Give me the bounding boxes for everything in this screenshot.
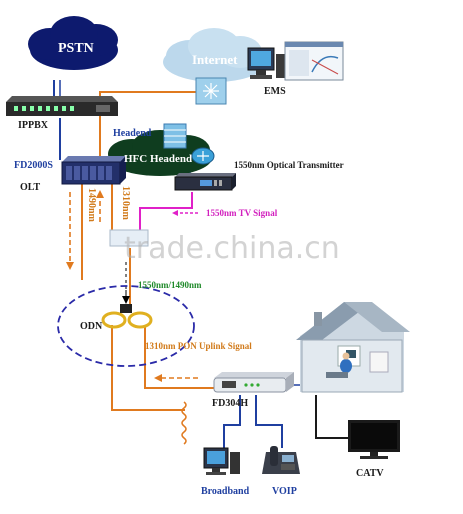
onu-voip-link <box>255 395 283 448</box>
arrow-tv-head <box>172 210 178 216</box>
label-1490nm: 1490nm <box>86 188 97 223</box>
splitter-onu-fiber <box>144 325 215 389</box>
olt-rack-icon <box>61 156 126 185</box>
splitter-icon <box>101 304 153 329</box>
onu-broadband-link <box>223 395 241 448</box>
optical-transmitter-icon <box>174 173 236 191</box>
label-onu: FD304H <box>212 398 248 409</box>
ems-computer-icon <box>247 47 286 79</box>
label-hfc-headend: HFC Headend <box>124 153 192 165</box>
label-olt-model: FD2000S <box>14 160 53 171</box>
watermark: trade.china.cn <box>124 231 340 266</box>
arrow-splitter-head <box>122 296 130 304</box>
tv-signal-line <box>139 192 193 232</box>
pstn-cloud <box>28 16 118 70</box>
label-optical-tx: 1550nm Optical Transmitter <box>234 160 344 170</box>
label-voip: VOIP <box>272 486 297 497</box>
label-catv: CATV <box>356 468 384 479</box>
splitter-branch-fiber <box>111 325 185 411</box>
headend-server-icon <box>163 123 187 149</box>
label-ems: EMS <box>264 86 286 97</box>
arrow-1490-head <box>66 262 74 270</box>
broadband-computer-icon <box>203 447 240 475</box>
house-icon <box>296 302 410 393</box>
catv-tv-icon <box>348 420 400 459</box>
label-broadband: Broadband <box>201 486 250 497</box>
voip-phone-icon <box>262 446 300 474</box>
onu-icon <box>213 372 294 393</box>
wdm-coupler-icon <box>109 229 149 247</box>
label-uplink: 1310nm PON Uplink Signal <box>145 341 252 351</box>
label-downstream: 1550nm/1490nm <box>138 280 202 290</box>
signal-arrows <box>66 190 198 382</box>
label-tv-signal: 1550nm TV Signal <box>206 208 278 218</box>
internet-cloud <box>163 28 267 82</box>
internet-olt-fiber <box>99 91 196 160</box>
headend-router-icon <box>191 147 215 165</box>
label-1310nm: 1310nm <box>120 186 131 221</box>
label-headend: Headend <box>113 128 152 139</box>
odn-ring <box>57 285 195 367</box>
label-odn: ODN <box>80 321 103 332</box>
house-catv-link <box>315 395 348 439</box>
label-internet: Internet <box>192 52 238 67</box>
label-olt: OLT <box>20 182 41 193</box>
ippbx-switch-icon <box>6 96 118 116</box>
router-icon <box>195 77 227 105</box>
arrow-uplink-head <box>154 374 162 382</box>
arrow-1310-head <box>96 190 104 198</box>
coiled-cable-icon <box>181 401 187 445</box>
ems-screenshot <box>284 41 344 81</box>
label-ippbx: IPPBX <box>18 120 49 131</box>
label-pstn: PSTN <box>58 41 94 56</box>
